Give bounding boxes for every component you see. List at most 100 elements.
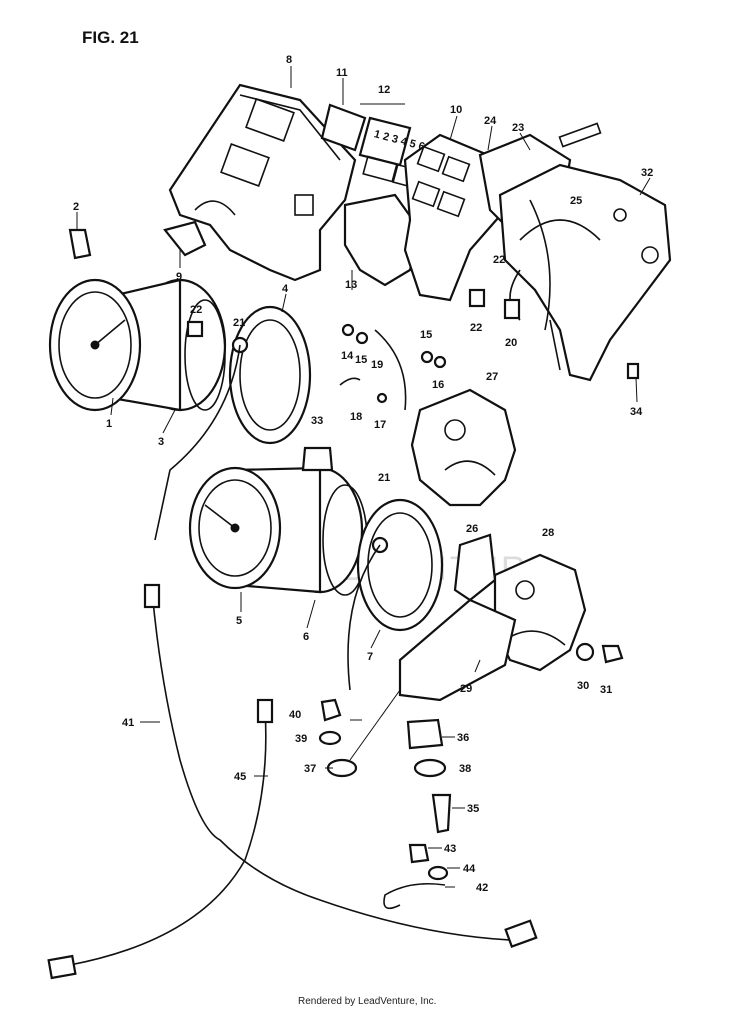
callout: 16 <box>432 379 444 391</box>
callout: 21 <box>233 317 245 329</box>
figure-title: FIG. 21 <box>82 28 139 47</box>
speedometer <box>48 278 227 412</box>
callout: 34 <box>630 406 643 418</box>
callout: 17 <box>374 419 386 431</box>
callout: 9 <box>176 271 182 283</box>
callout: 22 <box>470 322 482 334</box>
callout: 22 <box>493 254 505 266</box>
callout: 1 <box>106 418 112 430</box>
tachometer-cable <box>69 709 267 966</box>
washer-39 <box>318 730 342 746</box>
callout: 11 <box>336 67 348 79</box>
callout: 30 <box>577 680 589 692</box>
grommet <box>301 446 334 472</box>
callout: 32 <box>641 167 653 179</box>
callout: 26 <box>466 523 478 535</box>
tachometer-case <box>356 498 444 632</box>
callout: 3 <box>158 436 164 448</box>
cushion-36 <box>406 718 444 750</box>
screw-17 <box>376 392 388 404</box>
bulb-socket <box>558 122 602 148</box>
clip-18 <box>339 377 361 386</box>
nut-15b <box>420 350 434 364</box>
callout: 8 <box>286 54 292 66</box>
leader-lines <box>76 66 651 888</box>
callout: 37 <box>304 763 316 775</box>
callout: 15 <box>420 329 432 341</box>
nut-15 <box>355 331 369 345</box>
washer-44 <box>427 865 449 881</box>
meter-plate <box>453 533 497 602</box>
callout: 23 <box>512 122 524 134</box>
tacho-cable-end-lower <box>47 954 77 980</box>
nut-16 <box>433 355 447 369</box>
callout: 36 <box>457 732 469 744</box>
bolt-35 <box>431 793 452 834</box>
indicator-lens <box>320 103 367 152</box>
speedometer-cable <box>151 589 511 941</box>
socket-20 <box>503 298 521 320</box>
socket-22-speedo <box>186 320 204 338</box>
bulb <box>68 228 92 260</box>
footer-credit: Rendered by LeadVenture, Inc. <box>298 996 436 1007</box>
meter-back-cover-upper <box>410 388 517 507</box>
screw-34 <box>626 362 640 380</box>
callout: 27 <box>486 371 498 383</box>
callout: 21 <box>378 472 390 484</box>
callout: 2 <box>73 201 79 213</box>
speedo-cable-end-lower <box>504 919 538 948</box>
callout: 10 <box>450 104 462 116</box>
callout: 13 <box>345 279 357 291</box>
indicator-bracket <box>343 193 422 287</box>
screw-43 <box>408 843 430 864</box>
callout: 31 <box>600 684 612 696</box>
wire-19 <box>374 329 407 411</box>
callout: 29 <box>460 683 472 695</box>
callout: 42 <box>476 882 488 894</box>
callout: 40 <box>289 709 301 721</box>
washer-14 <box>341 323 355 337</box>
callout: 41 <box>122 717 134 729</box>
callout: 12 <box>378 84 390 96</box>
meter-lower-housing <box>498 163 672 382</box>
callout: 6 <box>303 631 309 643</box>
callout: 43 <box>444 843 456 855</box>
speedometer-case <box>228 305 312 445</box>
callout: 38 <box>459 763 471 775</box>
cap-nut <box>320 698 342 722</box>
washer <box>575 642 595 662</box>
callout: 22 <box>190 304 202 316</box>
callout: 4 <box>282 283 289 295</box>
socket-22 <box>468 288 486 308</box>
speedo-lamp-wire <box>154 344 241 541</box>
nut <box>601 644 624 664</box>
callout: 33 <box>311 415 323 427</box>
callout: 39 <box>295 733 307 745</box>
callout: 44 <box>463 863 476 875</box>
meter-upper-cover <box>168 83 357 282</box>
meter-bracket <box>398 598 517 702</box>
wire-harness <box>529 199 551 331</box>
callout: 45 <box>234 771 246 783</box>
callout: 25 <box>570 195 582 207</box>
callout: 5 <box>236 615 242 627</box>
callout: 24 <box>484 115 497 127</box>
tachometer <box>188 466 364 594</box>
tacho-lamp-wire <box>347 544 381 691</box>
indicator-housing <box>403 133 507 302</box>
callouts: 1 2 3 4 5 6 7 8 9 10 11 12 13 14 15 15 1… <box>73 54 653 894</box>
cushion-pad <box>163 220 207 257</box>
speedo-cable-end-upper <box>143 583 161 609</box>
washer-38 <box>413 758 447 778</box>
callout: 35 <box>467 803 479 815</box>
clamp-42 <box>383 882 446 910</box>
callout: 14 <box>341 350 354 362</box>
callout: 19 <box>371 359 383 371</box>
callout: 18 <box>350 411 362 423</box>
callout: 28 <box>542 527 554 539</box>
callout: 20 <box>505 337 517 349</box>
tacho-cable-end-upper <box>256 698 274 724</box>
callout: 15 <box>355 354 367 366</box>
callout: 7 <box>367 651 373 663</box>
